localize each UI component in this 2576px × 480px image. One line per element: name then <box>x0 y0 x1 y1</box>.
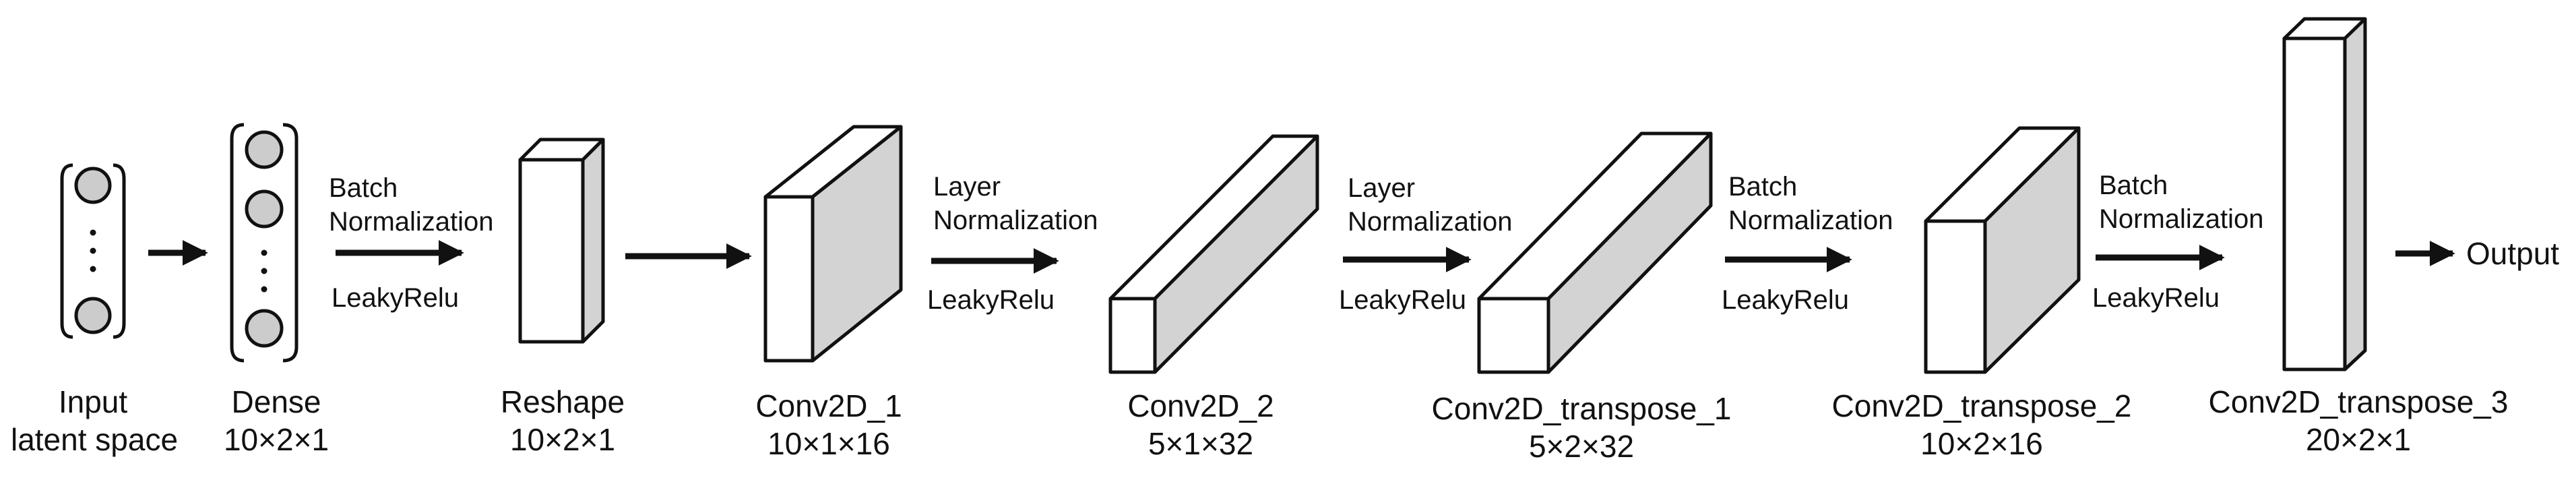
op2-activation: LeakyRelu <box>927 285 1055 315</box>
input-neuron <box>74 297 112 334</box>
op2-norm-line2: Normalization <box>933 206 1098 235</box>
conv2d-1-block-front <box>763 195 815 363</box>
output-label: Output <box>2466 236 2559 271</box>
op4-activation: LeakyRelu <box>1722 285 1849 315</box>
conv2d-2-caption-name: Conv2D_2 <box>1127 388 1274 423</box>
conv2d-transpose-3-block-side <box>2343 17 2367 371</box>
input-right-bracket <box>113 163 126 339</box>
op1-norm-line2: Normalization <box>329 207 494 237</box>
conv2d-transpose-1-block-front <box>1477 297 1550 374</box>
dense-ellipsis-dots <box>261 249 268 293</box>
dense-neuron <box>245 130 284 169</box>
conv2d-1-caption-name: Conv2D_1 <box>755 388 902 423</box>
input-caption-line2: latent space <box>11 422 178 457</box>
conv2d-transpose-2-block-front <box>1924 219 1987 374</box>
conv2d-transpose-1-caption-shape: 5×2×32 <box>1529 429 1634 464</box>
op1-norm-line1: Batch <box>329 173 398 203</box>
conv2d-2-caption-shape: 5×1×32 <box>1148 426 1253 461</box>
op5-norm-line2: Normalization <box>2099 204 2264 234</box>
dense-layer-vector <box>230 123 299 363</box>
dense-right-bracket <box>282 123 299 363</box>
dense-left-bracket <box>230 123 245 363</box>
conv2d-transpose-2-block <box>1924 126 2081 374</box>
conv2d-1-block <box>763 125 903 363</box>
input-latent-vector <box>60 163 126 339</box>
dense-neuron <box>245 309 284 348</box>
conv2d-transpose-3-caption-shape: 20×2×1 <box>2306 422 2411 457</box>
op4-norm-line2: Normalization <box>1728 206 1893 235</box>
op1-activation: LeakyRelu <box>332 283 459 313</box>
conv2d-transpose-3-block-front <box>2282 36 2347 371</box>
input-ellipsis-dots <box>90 229 96 272</box>
conv2d-1-caption-shape: 10×1×16 <box>767 426 890 461</box>
reshape-block <box>518 138 605 344</box>
dense-neuron <box>245 189 284 229</box>
input-neuron <box>74 167 112 204</box>
op4-norm-line1: Batch <box>1728 172 1797 202</box>
op3-norm-line1: Layer <box>1348 173 1415 203</box>
reshape-block-side <box>581 138 605 344</box>
conv2d-2-block <box>1108 134 1319 374</box>
conv2d-2-block-front <box>1108 297 1157 374</box>
op5-norm-line1: Batch <box>2099 171 2168 200</box>
op3-norm-line2: Normalization <box>1348 207 1513 237</box>
conv2d-transpose-1-block <box>1477 131 1713 374</box>
conv2d-transpose-2-caption-name: Conv2D_transpose_2 <box>1832 388 2132 423</box>
reshape-caption-name: Reshape <box>501 384 625 419</box>
op3-activation: LeakyRelu <box>1339 285 1466 315</box>
dense-caption-name: Dense <box>232 384 321 419</box>
conv2d-transpose-3-block <box>2282 17 2367 371</box>
reshape-block-front <box>518 158 585 344</box>
conv2d-transpose-1-caption-name: Conv2D_transpose_1 <box>1432 391 1732 426</box>
conv2d-transpose-3-caption-name: Conv2D_transpose_3 <box>2209 384 2509 419</box>
conv2d-transpose-2-caption-shape: 10×2×16 <box>1920 426 2043 461</box>
input-caption-line1: Input <box>59 384 128 419</box>
dense-caption-shape: 10×2×1 <box>224 422 329 457</box>
reshape-caption-shape: 10×2×1 <box>510 422 615 457</box>
input-left-bracket <box>60 163 73 339</box>
op5-activation: LeakyRelu <box>2092 283 2220 313</box>
op2-norm-line1: Layer <box>933 172 1001 202</box>
